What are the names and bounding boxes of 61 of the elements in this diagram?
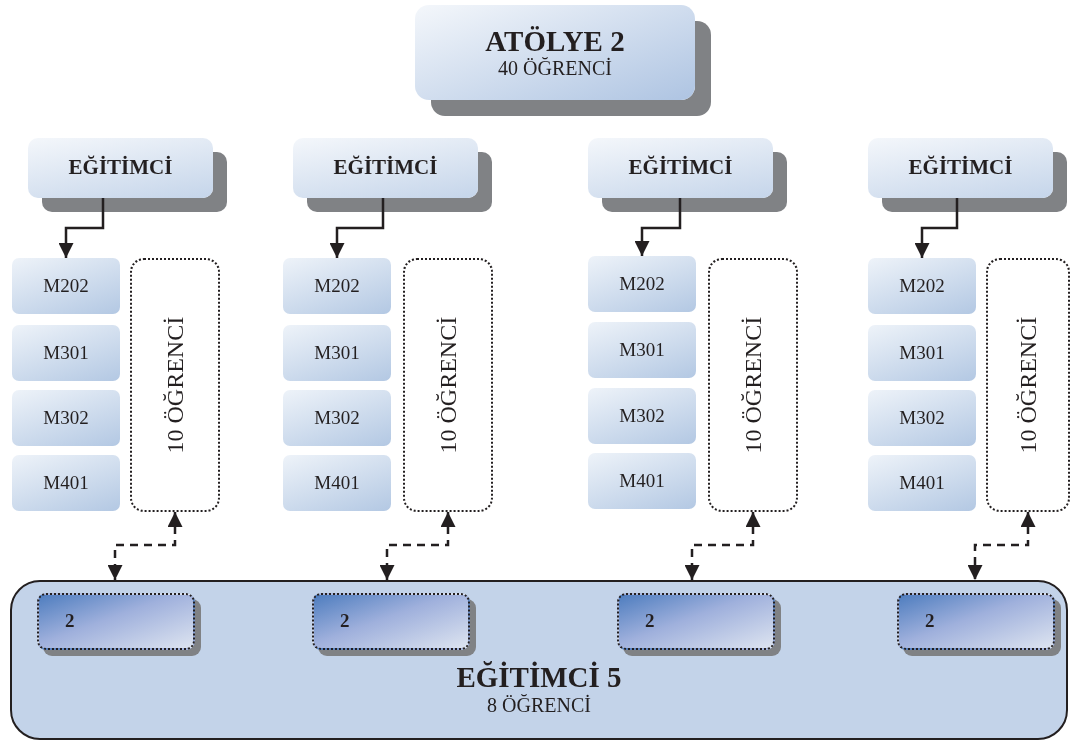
- module-box: [12, 258, 120, 314]
- box-heading: M401: [43, 472, 89, 494]
- box-heading: M202: [314, 275, 360, 297]
- module-box: [868, 455, 976, 511]
- instructor-panel: [10, 580, 1068, 740]
- student-group-box: [708, 258, 798, 512]
- module-box: [12, 325, 120, 381]
- module-box: [283, 455, 391, 511]
- box-heading: M401: [619, 470, 665, 492]
- module-box: [12, 455, 120, 511]
- box-heading: ATÖLYE 2: [485, 25, 625, 57]
- module-box: [868, 325, 976, 381]
- box-heading: 2: [645, 611, 655, 632]
- box-heading: M301: [314, 342, 360, 364]
- box-heading: M202: [619, 273, 665, 295]
- box-heading: M401: [899, 472, 945, 494]
- box-heading: 2: [65, 611, 75, 632]
- box-heading: M302: [314, 407, 360, 429]
- dashed-arrow: [967, 512, 1036, 580]
- box-heading: M202: [899, 275, 945, 297]
- box-heading: 10 ÖĞRENCİ: [434, 316, 462, 454]
- box-heading: 10 ÖĞRENCİ: [161, 316, 189, 454]
- box-heading: M302: [43, 407, 89, 429]
- dashed-arrow: [379, 512, 456, 580]
- box-heading: M202: [43, 275, 89, 297]
- box-subtext: 8 ÖĞRENCİ: [487, 694, 591, 716]
- student-group-box: [986, 258, 1070, 512]
- box-heading: EĞİTİMCİ 5: [456, 662, 622, 694]
- box-heading: EĞİTİMCİ: [68, 156, 173, 180]
- module-box: [283, 258, 391, 314]
- module-box: [588, 453, 696, 509]
- box-heading: M302: [899, 407, 945, 429]
- box-heading: M301: [43, 342, 89, 364]
- box-heading: M301: [619, 339, 665, 361]
- dashed-arrow: [107, 512, 183, 580]
- box-heading: M302: [619, 405, 665, 427]
- box-heading: 10 ÖĞRENCİ: [1014, 316, 1042, 454]
- module-box: [12, 390, 120, 446]
- module-box: [283, 325, 391, 381]
- box-heading: 2: [340, 611, 350, 632]
- box-heading: 10 ÖĞRENCİ: [739, 316, 767, 454]
- box-heading: EĞİTİMCİ: [628, 156, 733, 180]
- box-subtext: 40 ÖĞRENCİ: [498, 57, 612, 80]
- module-box: [588, 256, 696, 312]
- box-heading: EĞİTİMCİ: [333, 156, 438, 180]
- module-box: [588, 388, 696, 444]
- box-heading: EĞİTİMCİ: [908, 156, 1013, 180]
- arrow: [58, 198, 105, 258]
- arrow: [634, 198, 682, 256]
- module-box: [868, 258, 976, 314]
- student-group-box: [403, 258, 493, 512]
- dashed-arrow: [684, 512, 761, 580]
- module-box: [868, 390, 976, 446]
- arrow: [914, 198, 959, 258]
- box-heading: M401: [314, 472, 360, 494]
- box-heading: 2: [925, 611, 935, 632]
- arrow: [329, 198, 385, 258]
- box-heading: M301: [899, 342, 945, 364]
- module-box: [283, 390, 391, 446]
- module-box: [588, 322, 696, 378]
- student-group-box: [130, 258, 220, 512]
